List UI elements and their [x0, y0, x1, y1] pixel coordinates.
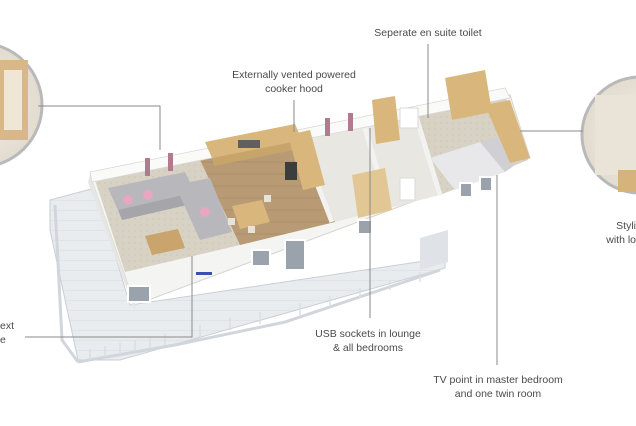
bathroom [352, 96, 419, 218]
curtains [145, 113, 353, 176]
label-left-partial: ext e [0, 319, 20, 347]
decking [49, 187, 448, 364]
leader-left-bottom [25, 256, 193, 338]
label-line: e [0, 334, 6, 346]
label-usb-sockets: USB sockets in lounge & all bedrooms [298, 327, 438, 355]
front-windows [127, 176, 493, 303]
label-line: with lo [606, 234, 636, 246]
label-line: ext [0, 320, 15, 332]
label-line: & all bedrooms [332, 342, 404, 354]
label-en-suite-toilet: Seperate en suite toilet [358, 26, 498, 40]
dining-table [228, 195, 271, 233]
kitchen-units [205, 124, 325, 190]
label-line: TV point in master bedroom [433, 374, 563, 386]
lounge-sofa [108, 172, 232, 240]
coffee-table [145, 229, 185, 255]
label-line: cooker hood [265, 83, 323, 95]
label-tv-point: TV point in master bedroom and one twin … [418, 373, 578, 401]
label-line: Styli [616, 220, 636, 232]
detail-circle-right [580, 75, 636, 195]
label-cooker-hood: Externally vented powered cooker hood [215, 68, 373, 96]
leader-left-top [38, 105, 161, 150]
detail-circle-left [0, 44, 44, 166]
leader-lines [25, 44, 583, 365]
label-line: Seperate en suite toilet [374, 27, 482, 39]
label-right-partial: Styli with lo [596, 219, 636, 247]
label-line: USB sockets in lounge [315, 328, 421, 340]
label-line: Externally vented powered [232, 69, 356, 81]
label-line: and one twin room [454, 388, 542, 400]
